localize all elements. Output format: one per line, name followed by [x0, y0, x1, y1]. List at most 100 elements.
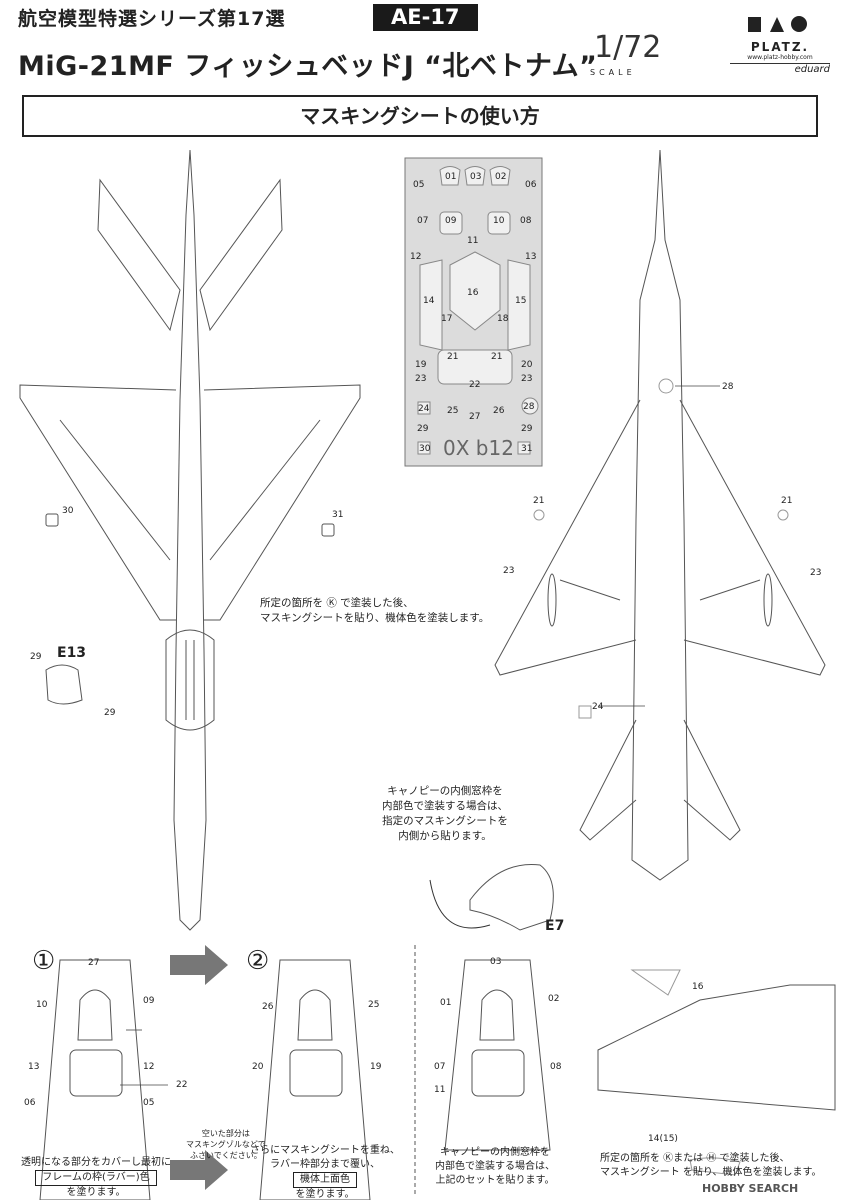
callout-09: 09: [143, 996, 155, 1006]
mask-label: 15: [515, 296, 527, 306]
mask-label: 16: [467, 288, 479, 298]
section-title: マスキングシートの使い方: [22, 95, 818, 137]
note-line: さらにマスキングシートを重ね、: [250, 1145, 400, 1156]
callout-24: 24: [592, 702, 604, 712]
step1-note: 透明になる部分をカバーし最初に フレームの枠(ラバー)色 を塗ります。: [16, 1156, 176, 1200]
callout-23: 23: [810, 568, 822, 578]
callout-03: 03: [490, 957, 502, 967]
note-line: キャノピーの内側窓枠を: [440, 1147, 550, 1158]
brand-shapes-icon: [748, 16, 807, 32]
mask-label: 05: [413, 180, 425, 190]
callout-21: 21: [533, 496, 545, 506]
callout-20: 20: [252, 1062, 264, 1072]
canopy-note-line: 内側から貼ります。: [398, 830, 492, 842]
callout-26: 26: [262, 1002, 274, 1012]
step3-note: キャノピーの内側窓枠を 内部色で塗装する場合は、 上記のセットを貼ります。: [425, 1146, 565, 1188]
note-line: 上記のセットを貼ります。: [435, 1175, 555, 1186]
cockpit-views: [39, 959, 836, 1200]
callout-29: 29: [104, 708, 116, 718]
mask-label: 03: [470, 172, 482, 182]
canopy-inner-note: キャノピーの内側窓枠を 内部色で塗装する場合は、 指定のマスキングシートを 内側…: [380, 784, 510, 844]
step1-side-note: 空いた部分は マスキングゾルなどで ふさいでください。: [186, 1128, 266, 1161]
note-line: を塗ります。: [295, 1189, 355, 1200]
step-1-marker: ①: [32, 946, 56, 976]
mask-label: 28: [523, 402, 535, 412]
callout-11: 11: [434, 1085, 446, 1095]
callout-16: 16: [692, 982, 704, 992]
note-line: マスキングゾルなどで: [186, 1140, 266, 1149]
mask-label: 29: [417, 424, 429, 434]
part-e13-label: E13: [57, 645, 87, 661]
brand-logo: PLATZ. www.platz-hobby.com eduard: [730, 14, 830, 75]
callout-19: 19: [370, 1062, 382, 1072]
mask-label: 09: [445, 216, 457, 226]
callout-10: 10: [36, 1000, 48, 1010]
paint-note: 所定の箇所を Ⓚ で塗装した後、 マスキングシートを貼り、機体色を塗装します。: [260, 596, 489, 626]
mask-label: 29: [521, 424, 533, 434]
page-title: MiG-21MF フィッシュベッドJ “北ベトナム”: [18, 51, 598, 82]
canopy-note-line: 内部色で塗装する場合は、: [382, 800, 508, 812]
mask-label: 25: [447, 406, 459, 416]
left-aircraft-drawing: [19, 149, 361, 931]
step-2-marker: ②: [246, 946, 270, 976]
mask-label: 21: [491, 352, 503, 362]
mask-label: 18: [497, 314, 509, 324]
note-line: を塗ります。: [66, 1187, 126, 1198]
mask-label: 26: [493, 406, 505, 416]
kit-number-badge: AE-17: [373, 4, 478, 31]
mask-sheet: 01 03 02 05 06 07 09 10 08 11 12 13 14 1…: [405, 158, 542, 466]
mask-label: 01: [445, 172, 457, 182]
mask-label: 10: [493, 216, 505, 226]
callout-07: 07: [434, 1062, 446, 1072]
note-line: 内部色で塗装する場合は、: [435, 1161, 555, 1172]
mask-label: 17: [441, 314, 453, 324]
callout-29: 29: [30, 652, 42, 662]
mask-label: 21: [447, 352, 459, 362]
callout-25: 25: [368, 1000, 380, 1010]
brand-name: PLATZ.: [750, 40, 810, 54]
note-line: 透明になる部分をカバーし最初に: [21, 1157, 171, 1168]
mask-label: 23: [415, 374, 427, 384]
right-aircraft-drawing: [494, 149, 826, 881]
brand-sub: eduard: [730, 63, 830, 75]
callout-12: 12: [143, 1062, 155, 1072]
mask-label: 30: [419, 444, 431, 454]
mask-label: 22: [469, 380, 481, 390]
mask-label: 19: [415, 360, 427, 370]
callout-31: 31: [332, 510, 344, 520]
brand-url: www.platz-hobby.com: [747, 54, 813, 61]
mask-label: 20: [521, 360, 533, 370]
tail-note: 所定の箇所を Ⓚまたは Ⓗ で塗装した後、 マスキングシート を貼り、機体色を塗…: [600, 1152, 821, 1180]
mask-label: 08: [520, 216, 532, 226]
scale-word: SCALE: [590, 68, 636, 77]
mask-label: 24: [418, 404, 430, 414]
watermark: HOBBY SEARCH: [702, 1182, 799, 1195]
callout-06: 06: [24, 1098, 36, 1108]
callout-23: 23: [503, 566, 515, 576]
note-line: 空いた部分は: [201, 1129, 250, 1138]
callout-14-15: 14(15): [648, 1134, 678, 1144]
note-boxed: 機体上面色: [293, 1172, 357, 1188]
note-line: ラバー枠部分まで覆い、: [270, 1159, 380, 1170]
mask-label: 02: [495, 172, 507, 182]
note-line: マスキングシート を貼り、機体色を塗装します。: [600, 1167, 822, 1178]
series-title: 航空模型特選シリーズ第17選: [18, 8, 286, 30]
mask-label: 07: [417, 216, 429, 226]
step2-note: さらにマスキングシートを重ね、 ラバー枠部分まで覆い、 機体上面色 を塗ります。: [245, 1144, 405, 1202]
mask-label: 14: [423, 296, 435, 306]
callout-08: 08: [550, 1062, 562, 1072]
canopy-note-line: キャノピーの内側窓枠を: [387, 785, 503, 797]
note-line: 所定の箇所を Ⓚまたは Ⓗ で塗装した後、: [600, 1153, 790, 1164]
callout-21: 21: [781, 496, 793, 506]
mask-label: 12: [410, 252, 422, 262]
callout-28: 28: [722, 382, 734, 392]
mask-label: 11: [467, 236, 479, 246]
note-line: ふさいでください。: [189, 1151, 262, 1160]
mask-serial: 0X b12: [443, 436, 514, 460]
mask-label: 27: [469, 412, 481, 422]
callout-05: 05: [143, 1098, 155, 1108]
mask-label: 13: [525, 252, 537, 262]
callout-02: 02: [548, 994, 560, 1004]
callout-13: 13: [28, 1062, 40, 1072]
